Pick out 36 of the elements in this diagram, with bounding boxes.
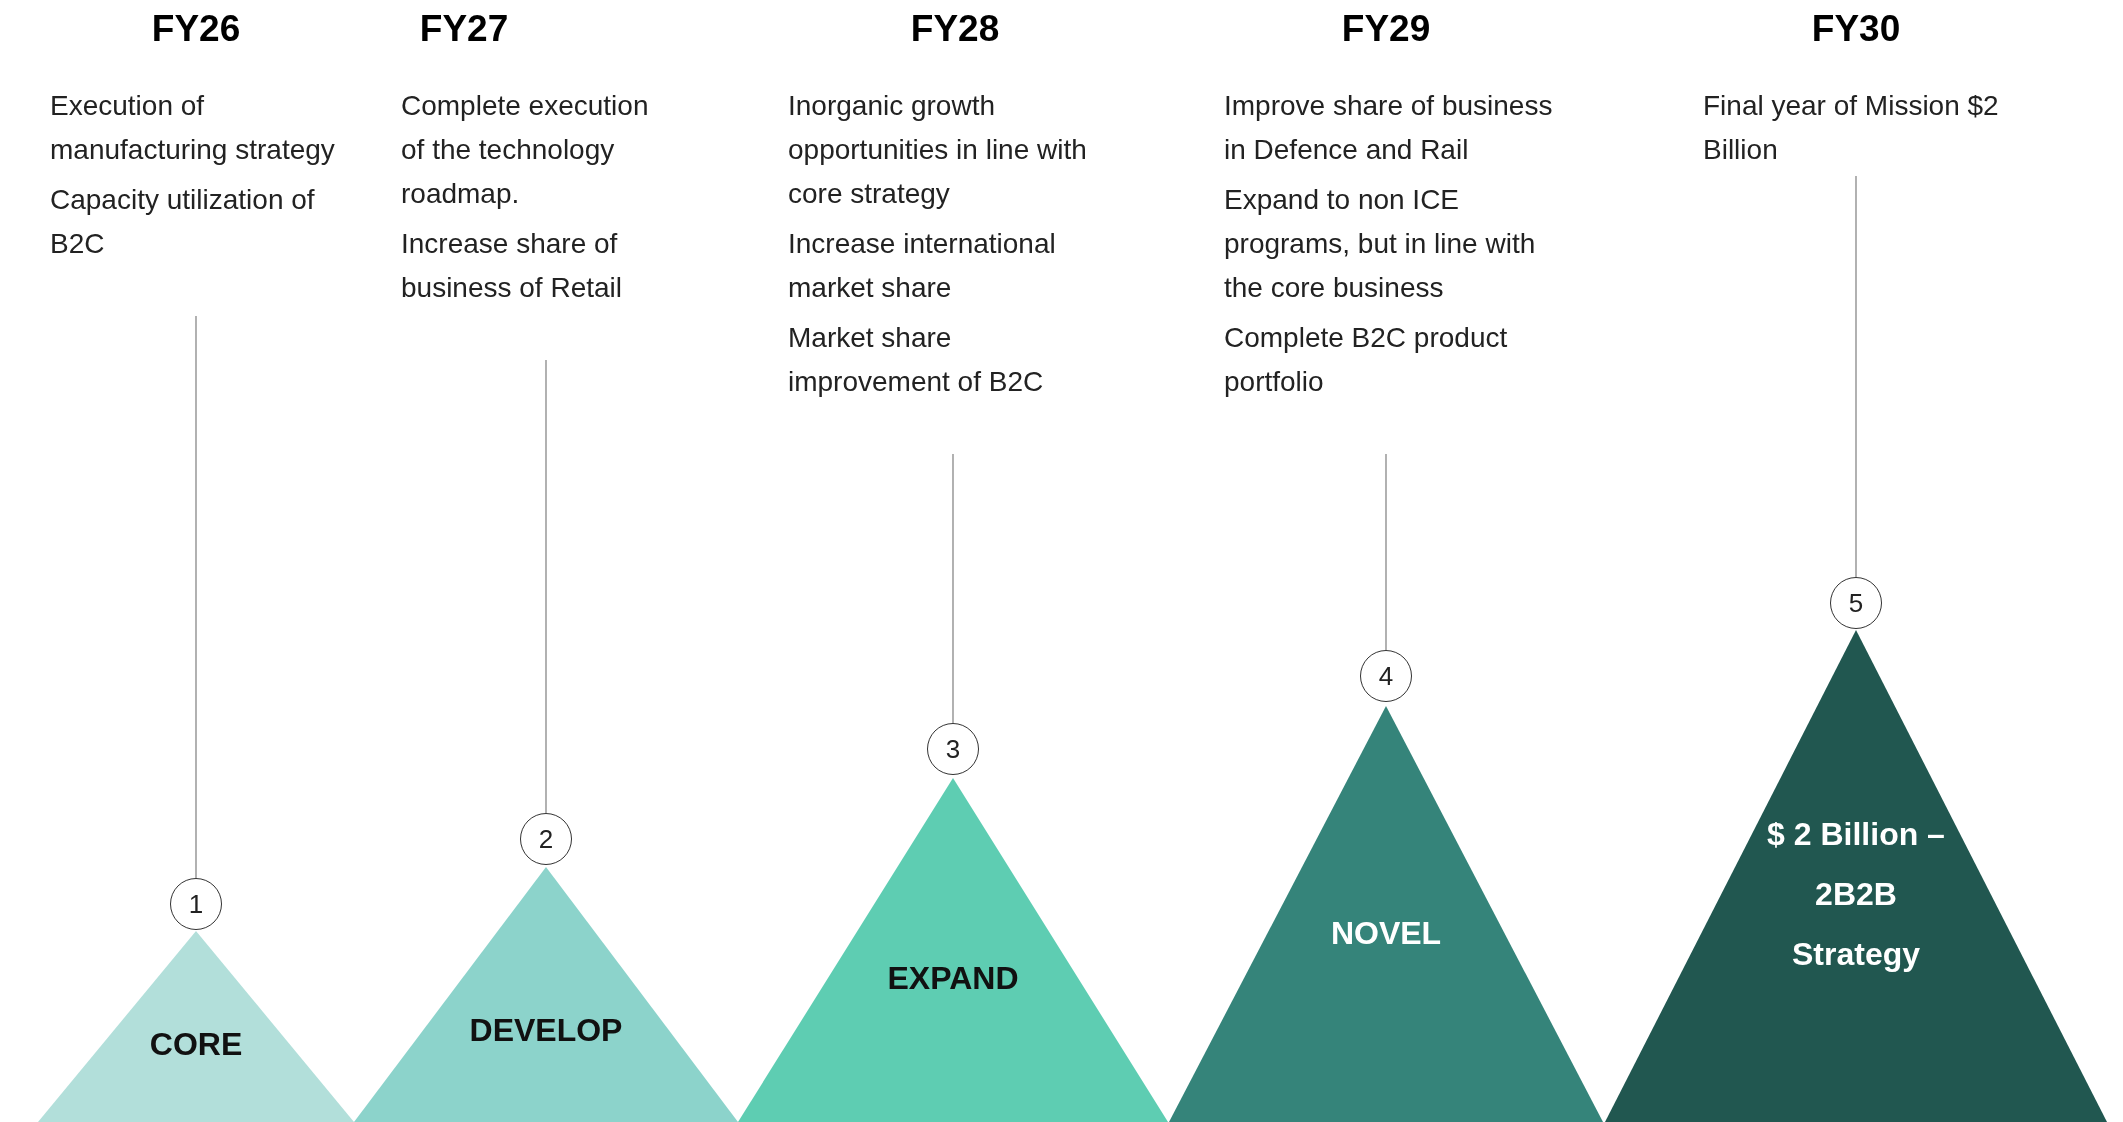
connector-line — [952, 453, 954, 724]
connector-line — [545, 359, 547, 814]
triangle-shape — [38, 931, 354, 1122]
milestone-text: Final year of Mission $2 Billion — [1703, 89, 2000, 167]
number-circle: 3 — [927, 723, 979, 775]
year-heading: FY28 — [909, 8, 1001, 50]
number-circle: 1 — [170, 878, 222, 930]
milestone-text: Complete B2C product portfolio — [1224, 321, 1509, 399]
number-circle: 5 — [1830, 577, 1882, 629]
milestone-text: Inorganic growth opportunities in line with core strategy — [788, 89, 1088, 211]
stage-label: $ 2 Billion – 2B2B Strategy — [1766, 815, 1946, 974]
stage-label: NOVEL — [1329, 914, 1443, 953]
connector-line — [1385, 453, 1387, 651]
milestone-text: Capacity utilization of B2C — [50, 183, 316, 261]
year-heading: FY29 — [1340, 8, 1432, 50]
number-circle: 2 — [520, 813, 572, 865]
year-heading: FY27 — [418, 8, 510, 50]
stage-label: CORE — [148, 1025, 244, 1064]
connector-line — [1855, 175, 1857, 578]
milestone-text: Improve share of business in Defence and Rail — [1224, 89, 1554, 167]
year-heading: FY30 — [1810, 8, 1902, 50]
stage-label: EXPAND — [886, 959, 1020, 998]
milestone-text: Market share improvement of B2C — [788, 321, 1045, 399]
number-circle: 4 — [1360, 650, 1412, 702]
milestone-text: Complete execution of the technology roadmap. — [401, 89, 650, 211]
triangle-shape — [738, 778, 1168, 1122]
connector-line — [195, 315, 197, 879]
milestone-text: Increase share of business of Retail — [401, 227, 623, 305]
triangle-shape — [1169, 706, 1603, 1122]
milestone-text: Increase international market share — [788, 227, 1057, 305]
year-heading: FY26 — [150, 8, 242, 50]
milestone-text: Expand to non ICE programs, but in line with the core business — [1224, 183, 1537, 305]
milestone-text: Execution of manufacturing strategy — [50, 89, 336, 167]
triangle-shape — [354, 867, 738, 1122]
stage-label: DEVELOP — [468, 1011, 624, 1050]
triangle-shape — [1605, 630, 2107, 1122]
